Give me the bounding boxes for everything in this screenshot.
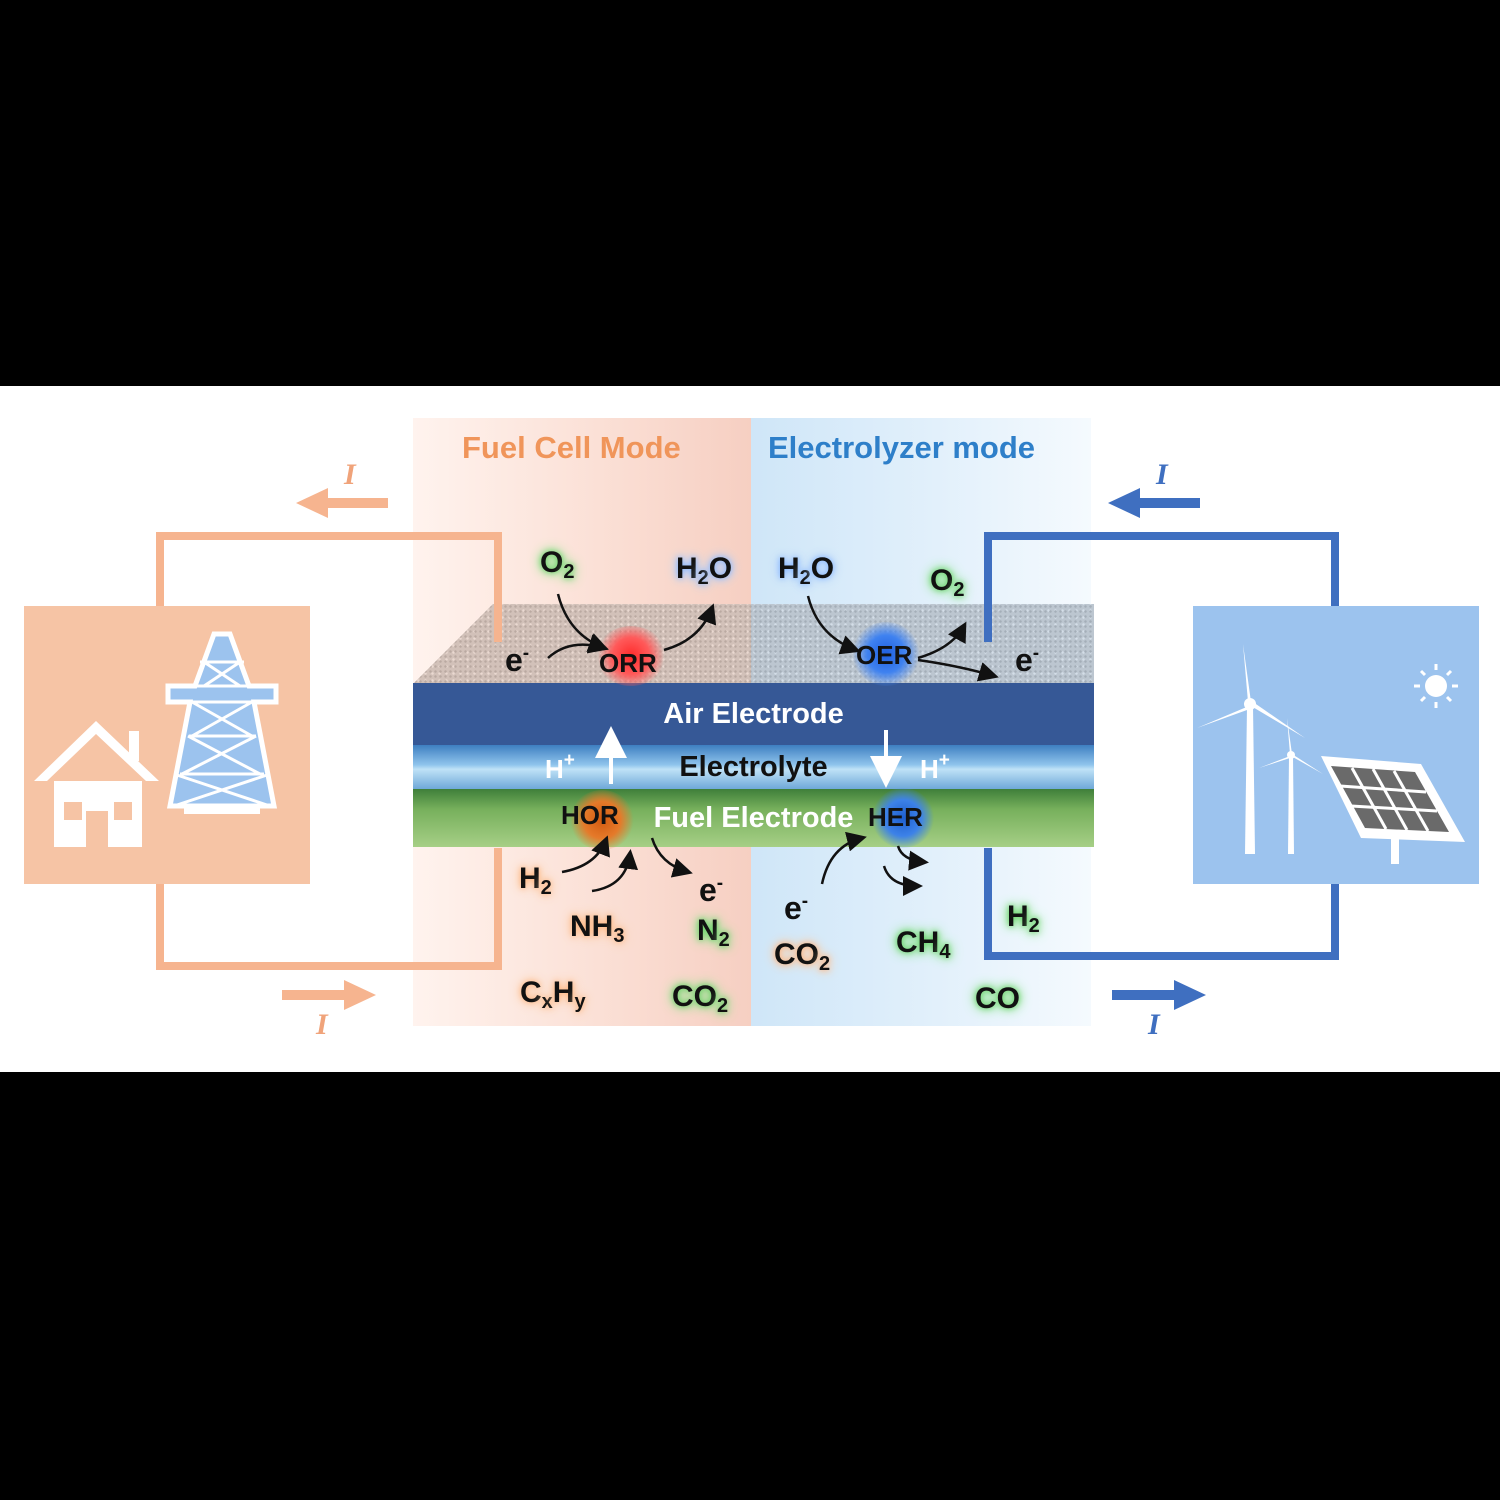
- house-icon: [34, 721, 159, 847]
- wires-and-arrows: [156, 488, 1339, 1010]
- h2o-fc: H2O: [676, 552, 733, 589]
- fuel-cell-circuit-bottom: [156, 848, 502, 970]
- proton-label-fc: H+: [545, 750, 575, 784]
- renewable-panel: [1193, 606, 1479, 884]
- co2-el: CO2: [774, 938, 831, 975]
- wind-turbine-icon: [1197, 644, 1323, 854]
- e-to-her-arrow: [820, 831, 867, 885]
- solar-panel-icon: [1321, 756, 1465, 864]
- o2-el: O2: [930, 564, 965, 601]
- current-arrow-el-bottom: [1112, 980, 1206, 1010]
- oer-to-o2-arrow: [917, 621, 967, 660]
- hor-to-e-arrow: [650, 837, 693, 878]
- diagram-canvas: Fuel Cell Mode Electrolyzer mode: [0, 386, 1500, 1072]
- current-arrow-fc-top: [296, 488, 388, 518]
- consumer-panel: [24, 606, 310, 884]
- her-to-product-arrow-2: [882, 865, 923, 896]
- her-to-product-arrow-1: [896, 845, 929, 871]
- current-label-fc-bottom: I: [316, 1008, 328, 1041]
- h2-fc: H2: [519, 862, 552, 899]
- her-label: HER: [868, 802, 923, 832]
- electron-fc-top: e-: [505, 642, 530, 678]
- electrolyzer-circuit-top: [984, 532, 1339, 642]
- her-glow: [872, 788, 934, 848]
- cxhy-fc: CxHy: [520, 976, 586, 1013]
- co-el: CO: [975, 982, 1020, 1015]
- o2-fc: O2: [540, 546, 575, 583]
- h2-el: H2: [1007, 900, 1040, 937]
- electrolyzer-mode-title: Electrolyzer mode: [768, 430, 1036, 465]
- h2-to-hor-arrow: [561, 835, 610, 874]
- nh3-fc: NH3: [570, 910, 625, 947]
- co2-fc: CO2: [672, 980, 729, 1017]
- oer-glow: [852, 622, 920, 686]
- electron-el-top: e-: [1015, 642, 1040, 678]
- current-label-el-bottom: I: [1148, 1008, 1160, 1041]
- n2-fc: N2: [697, 914, 730, 951]
- proton-label-el: H+: [920, 750, 950, 784]
- electron-el-bottom: e-: [784, 890, 809, 926]
- ch4-el: CH4: [896, 926, 951, 963]
- e-to-orr-arrow: [547, 634, 609, 659]
- o2-to-orr-arrow: [556, 593, 609, 652]
- power-tower-icon: [165, 631, 279, 814]
- air-electrode-layer: Air Electrode: [413, 683, 1094, 745]
- current-label-fc-top: I: [344, 458, 356, 491]
- h2o-el: H2O: [778, 552, 835, 589]
- hor-label: HOR: [561, 800, 619, 830]
- current-arrow-el-top: [1108, 488, 1200, 518]
- fuel-cell-circuit-top: [156, 532, 502, 642]
- electrolyzer-circuit-bottom: [984, 848, 1339, 960]
- h2o-to-oer-arrow: [806, 595, 861, 655]
- current-label-el-top: I: [1156, 458, 1168, 491]
- fuel-cell-mode-title: Fuel Cell Mode: [462, 430, 681, 465]
- electron-fc-bottom: e-: [699, 872, 724, 908]
- oer-to-e-arrow: [917, 658, 999, 682]
- electrolyte-layer: Electrolyte: [413, 745, 1094, 789]
- orr-to-h2o-arrow: [663, 603, 717, 652]
- orr-label: ORR: [599, 648, 657, 678]
- nh3-to-hor-arrow: [591, 849, 639, 893]
- porous-surface-electrolyzer-tint: [751, 604, 1094, 684]
- oer-label: OER: [856, 640, 913, 670]
- sun-icon: [1414, 664, 1458, 708]
- fuel-electrode-layer: Fuel Electrode: [413, 789, 1094, 847]
- current-arrow-fc-bottom: [282, 980, 376, 1010]
